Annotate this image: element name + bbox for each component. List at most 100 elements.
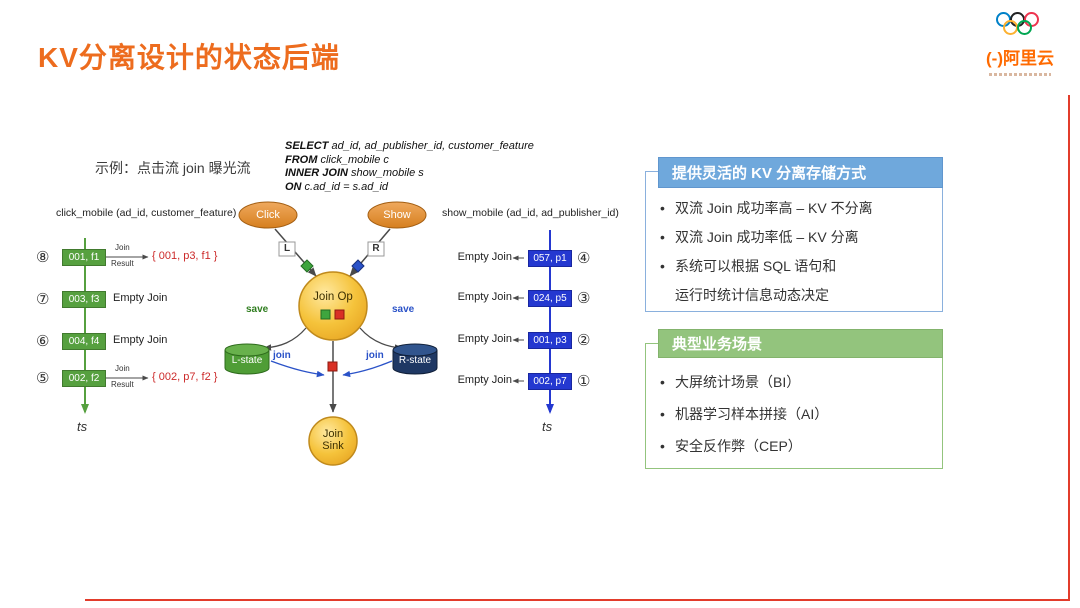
ring-yellow-icon (1003, 20, 1018, 35)
sql-line: SELECT ad_id, ad_publisher_id, customer_… (285, 140, 534, 154)
left-event-record: 002, f2 (62, 370, 106, 387)
joinop-red-square (334, 309, 345, 320)
empty-join-label: Empty Join (113, 292, 168, 304)
right-ts-label: ts (542, 419, 553, 434)
bullet-dot: • (660, 229, 665, 245)
joinop-green-square (320, 309, 331, 320)
event-number: ② (577, 332, 591, 349)
sql-keyword: INNER JOIN (285, 167, 348, 179)
show-stream-schema-label: show_mobile (ad_id, ad_publisher_id) (442, 207, 619, 219)
l-state-label: L-state (231, 355, 263, 366)
bullet-text: 运行时统计信息动态决定 (675, 287, 829, 303)
join-left-label: join (273, 350, 291, 361)
left-event-record: 003, f3 (62, 291, 106, 308)
sql-keyword: SELECT (285, 140, 329, 152)
bullet-dot: • (660, 438, 665, 454)
bullet-item: • 安全反作弊（CEP） (660, 430, 938, 462)
event-number: ⑥ (36, 333, 50, 350)
sql-keyword: FROM (285, 153, 318, 166)
right-record-diamond (351, 259, 365, 273)
save-left-label: save (246, 304, 269, 315)
bullet-text: 双流 Join 成功率高 – KV 不分离 (675, 200, 873, 216)
show-node-label: Show (383, 209, 411, 221)
sql-text: ad_id, ad_publisher_id, customer_feature (328, 140, 534, 152)
bullet-text: 安全反作弊（CEP） (675, 438, 802, 454)
bullet-text: 大屏统计场景（BI） (675, 374, 801, 390)
bullet-dot: • (660, 258, 665, 274)
empty-join-label: Empty Join (113, 334, 168, 346)
olympic-rings-icon (996, 12, 1044, 35)
right-event-record: 001, p3 (528, 332, 572, 349)
left-ts-label: ts (77, 419, 88, 434)
alibaba-cloud-logo: (-)阿里云 (984, 12, 1056, 76)
bullet-dot: • (660, 406, 665, 422)
scenarios-panel-header: 典型业务场景 (658, 329, 943, 358)
kv-storage-bullets: • 双流 Join 成功率高 – KV 不分离 • 双流 Join 成功率低 – K… (660, 194, 938, 310)
kv-storage-panel-outline (645, 171, 943, 312)
logo-tagline (989, 73, 1051, 76)
save-left-arrow (263, 327, 307, 351)
right-event-record: 057, p1 (528, 250, 572, 267)
join-result-value: { 001, p3, f1 } (152, 250, 218, 262)
event-number: ⑦ (36, 291, 50, 308)
join-op-node (298, 271, 368, 341)
sql-query: SELECT ad_id, ad_publisher_id, customer_… (285, 140, 534, 194)
join-result-word-top: Join (115, 364, 130, 373)
r-edge-tag: R (372, 243, 380, 254)
event-number: ① (577, 373, 591, 390)
bullet-dot: • (660, 200, 665, 216)
scenarios-bullets: • 大屏统计场景（BI） • 机器学习样本拼接（AI） • 安全反作弊（CEP） (660, 366, 938, 462)
sql-line: INNER JOIN show_mobile s (285, 167, 534, 181)
empty-join-label: Empty Join (457, 374, 512, 386)
click-node-label: Click (256, 209, 280, 221)
bullet-item: • 双流 Join 成功率低 – KV 分离 (660, 223, 938, 252)
join-result-word-bottom: Result (111, 259, 134, 268)
r-state-label: R-state (398, 355, 432, 366)
sql-line: FROM click_mobile c (285, 154, 534, 168)
bullet-item: • 机器学习样本拼接（AI） (660, 398, 938, 430)
left-event-record: 004, f4 (62, 333, 106, 350)
event-number: ⑧ (36, 249, 50, 266)
join-result-value: { 002, p7, f2 } (152, 371, 218, 383)
l-edge-tag: L (283, 243, 291, 254)
page-title: KV分离设计的状态后端 (38, 42, 340, 73)
empty-join-label: Empty Join (457, 251, 512, 263)
left-record-diamond (300, 259, 314, 273)
slide-frame-right (1068, 95, 1070, 599)
save-right-arrow (359, 327, 403, 351)
bullet-item-continuation: 运行时统计信息动态决定 (660, 281, 938, 310)
join-op-label: Join Op (313, 291, 353, 303)
example-label: 示例：点击流 join 曝光流 (95, 160, 251, 176)
bullet-text: 系统可以根据 SQL 语句和 (675, 258, 837, 274)
bullet-text: 双流 Join 成功率低 – KV 分离 (675, 229, 859, 245)
join-result-word-top: Join (115, 243, 130, 252)
event-number: ⑤ (36, 370, 50, 387)
right-event-record: 024, p5 (528, 290, 572, 307)
left-event-record: 001, f1 (62, 249, 106, 266)
sql-keyword: ON (285, 180, 302, 193)
empty-join-label: Empty Join (457, 291, 512, 303)
bullet-text: 机器学习样本拼接（AI） (675, 406, 829, 422)
ring-green-icon (1017, 20, 1032, 35)
sql-text: click_mobile c (317, 153, 389, 166)
alibaba-cloud-wordmark: (-)阿里云 (986, 49, 1054, 68)
sql-text: c.ad_id = s.ad_id (301, 180, 389, 193)
join-sink-label: Join Sink (322, 428, 344, 452)
bullet-dot: • (660, 374, 665, 390)
click-stream-schema-label: click_mobile (ad_id, customer_feature) (56, 207, 237, 219)
slide-frame-bottom (85, 599, 1070, 601)
join-right-arrow (342, 360, 393, 378)
empty-join-label: Empty Join (457, 333, 512, 345)
join-left-arrow (270, 360, 325, 378)
event-number: ④ (577, 250, 591, 267)
event-number: ③ (577, 290, 591, 307)
bullet-dot-hidden (660, 281, 675, 310)
sql-text: show_mobile s (347, 167, 424, 179)
join-result-word-bottom: Result (111, 380, 134, 389)
kv-storage-panel-header: 提供灵活的 KV 分离存储方式 (658, 157, 943, 188)
sink-record-square (327, 361, 338, 372)
sql-line: ON c.ad_id = s.ad_id (285, 181, 534, 195)
join-right-label: join (366, 350, 384, 361)
bullet-item: • 系统可以根据 SQL 语句和 (660, 252, 938, 281)
